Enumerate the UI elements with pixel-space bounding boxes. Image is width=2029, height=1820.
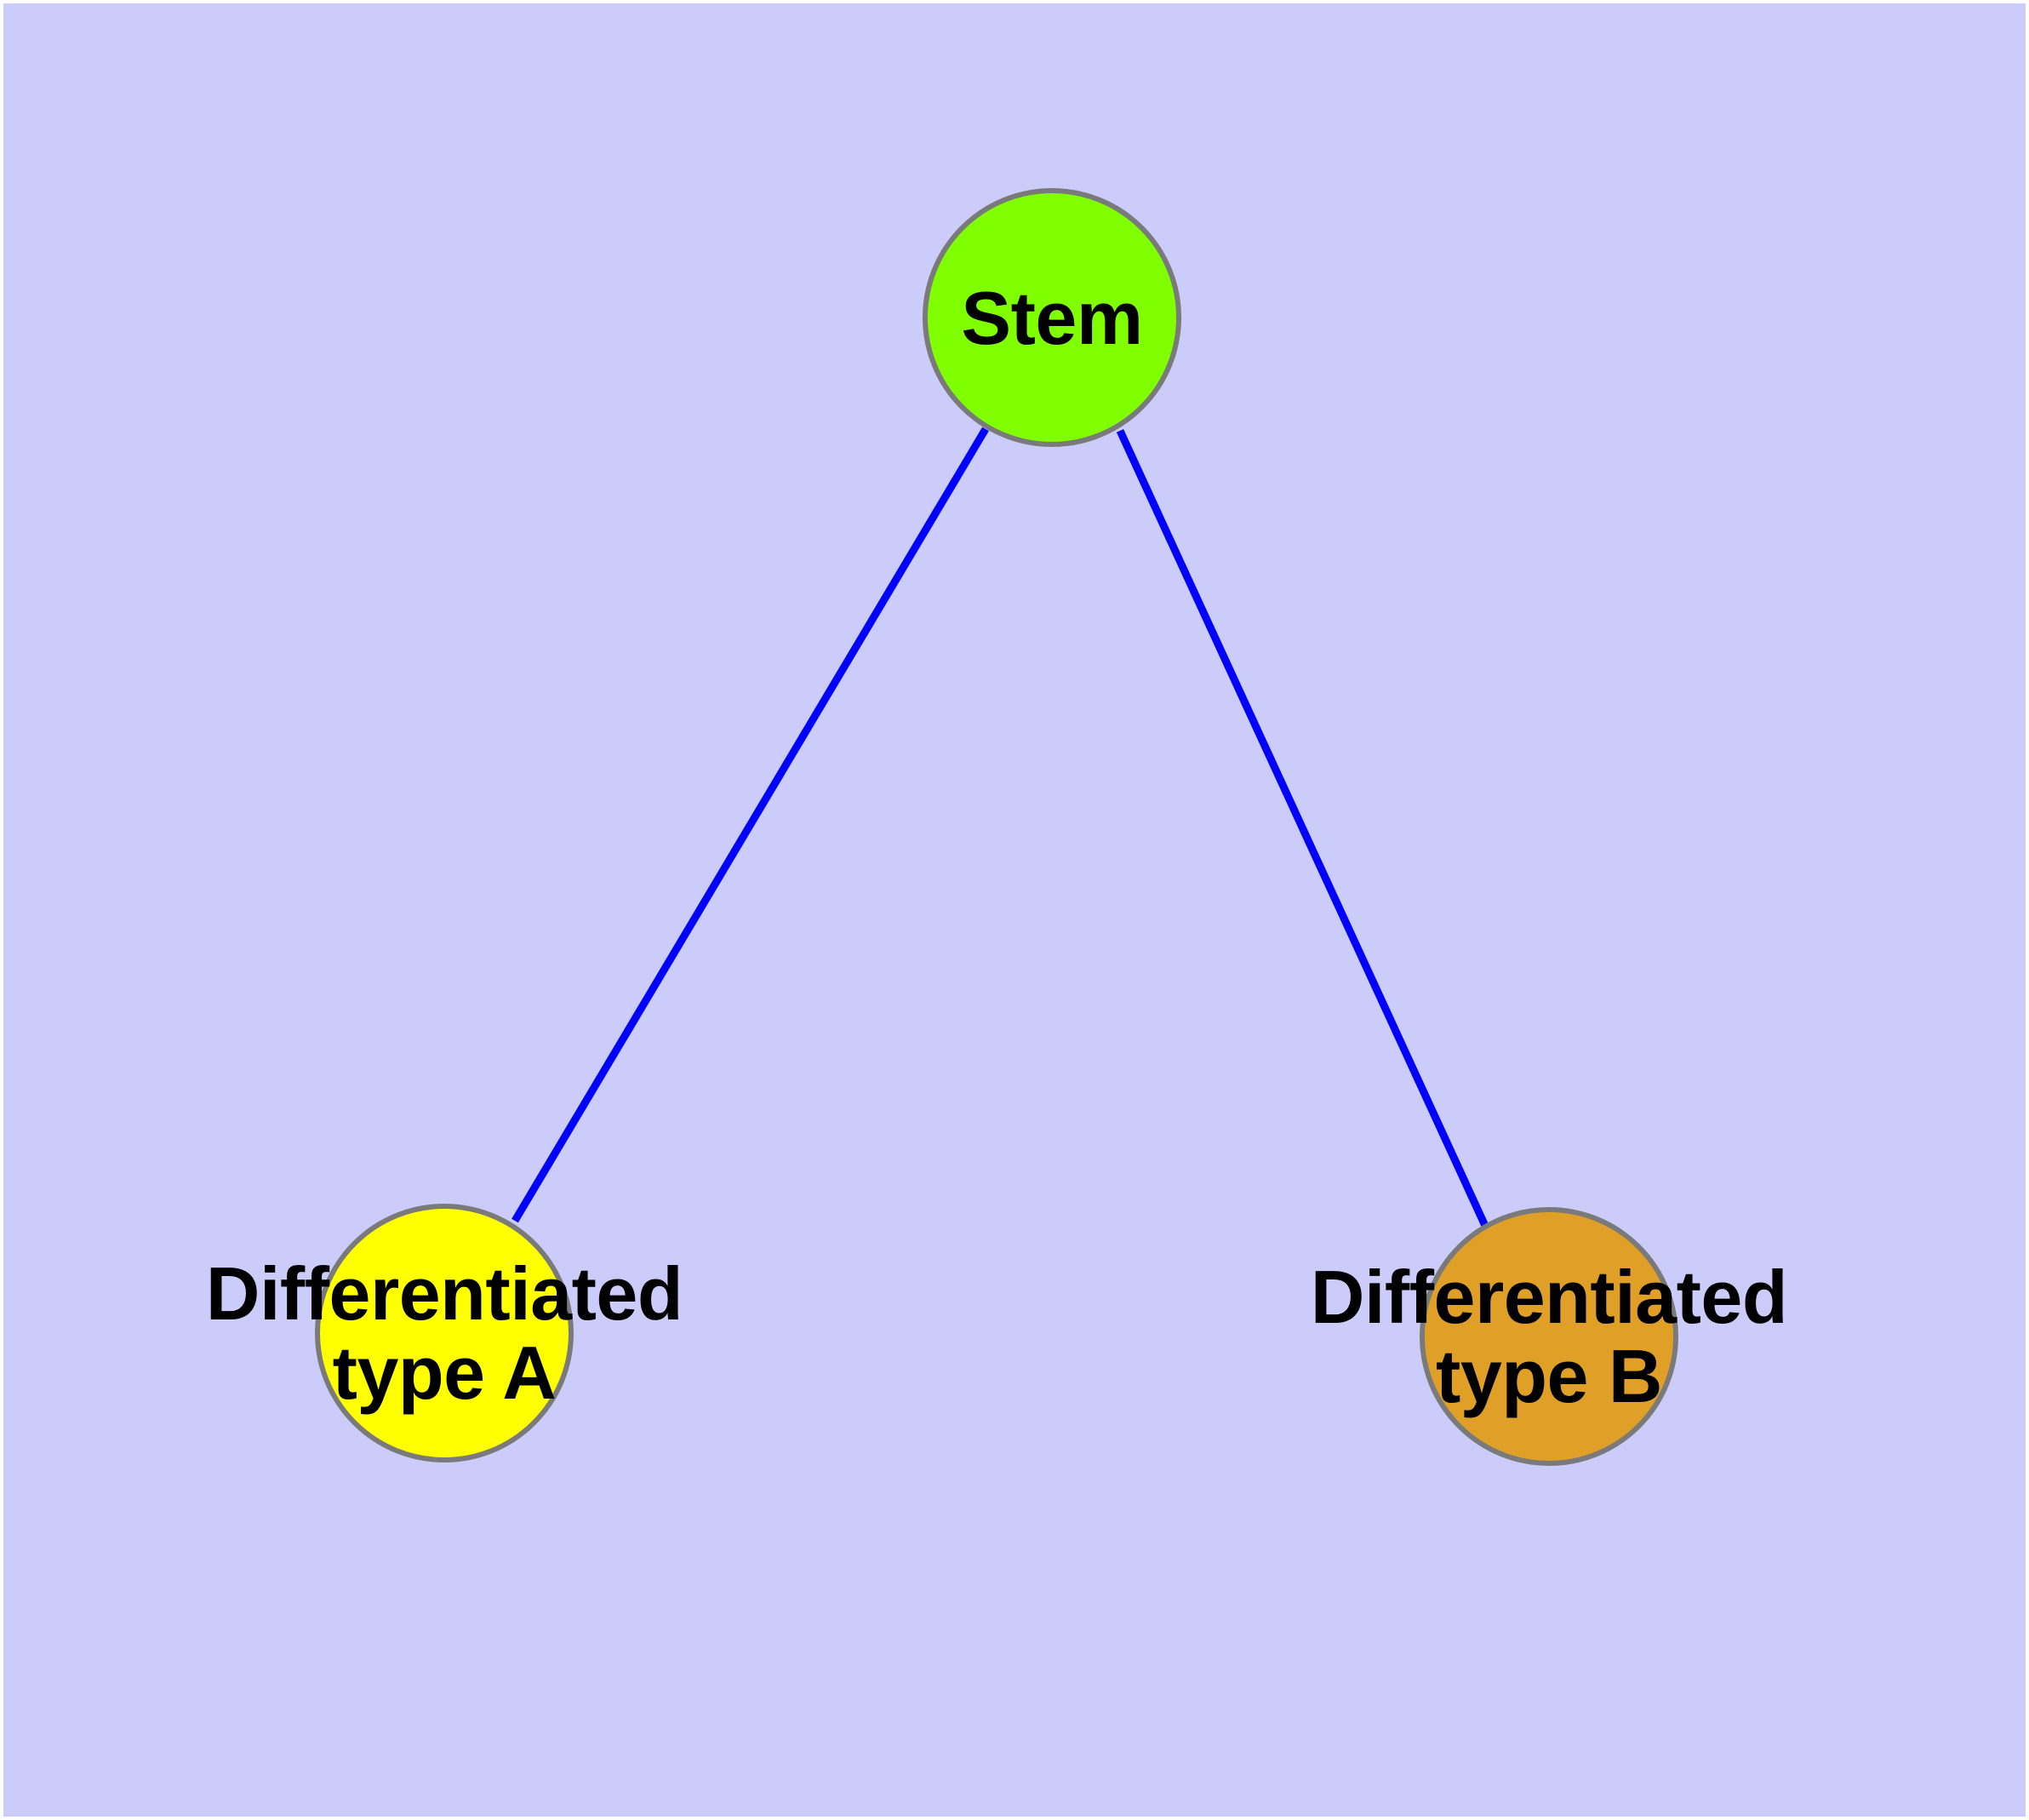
edge-stem-to-differentiated-type-a <box>512 426 989 1223</box>
node-stem-circle[interactable] <box>923 188 1181 447</box>
edge-stem-to-differentiated-type-b <box>1116 429 1489 1228</box>
node-differentiated-type-a-circle[interactable] <box>315 1204 574 1462</box>
node-differentiated-type-b-circle[interactable] <box>1420 1207 1678 1466</box>
